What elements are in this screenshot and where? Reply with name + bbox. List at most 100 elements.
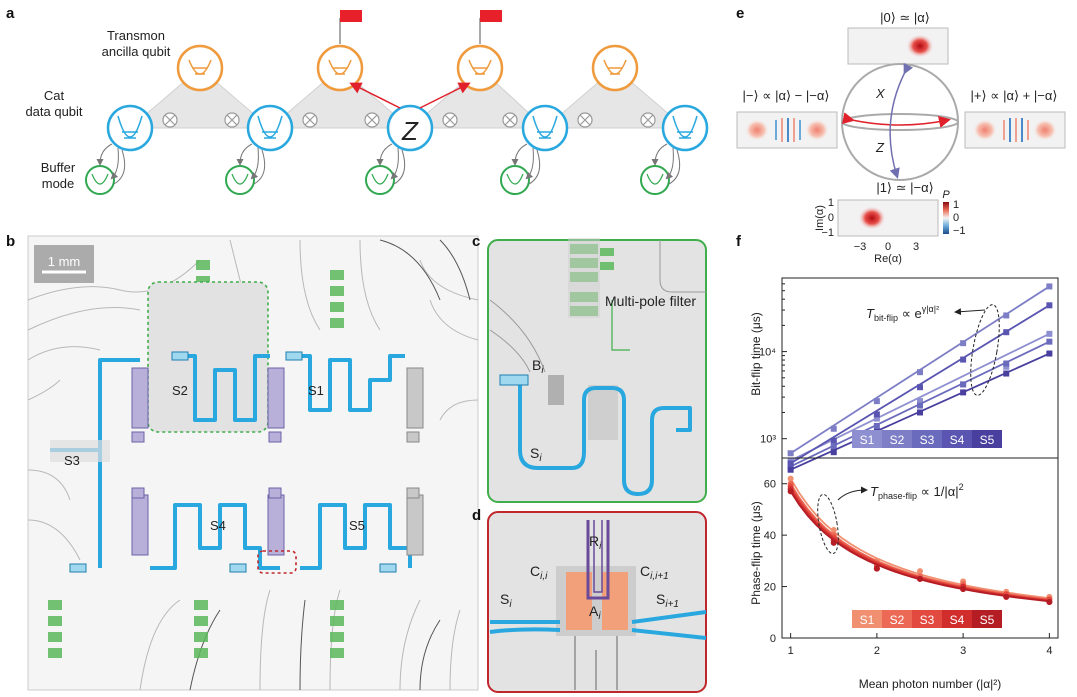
phaseflip-annotation-sup: 2 [959,482,964,492]
coupler-triangle [268,67,412,129]
scale-bar-box [34,245,94,283]
legend-label-s2: S2 [890,433,905,447]
data-point-s3 [960,381,967,388]
transmon-label: ancilla qubit [102,44,171,59]
y-tick-label: 10³ [760,434,776,446]
fit-curve-s4 [789,488,1050,602]
z-gate-label: Z [401,116,419,146]
data-point-s4 [1003,329,1010,336]
buffer-bi-sub: i [541,365,544,376]
data-point-s1 [787,475,794,482]
y-tick-label: 40 [764,530,776,542]
legend-swatch-s1 [852,610,882,628]
panel-label-d: d [472,507,481,524]
storage-label-s4: S4 [210,518,226,533]
r-label: R [589,533,599,549]
bitflip-annotation-sub: bit-flip [874,313,898,323]
data-point-s4 [917,384,923,391]
x-tick: 0 [885,241,891,253]
re-alpha-label: Re(α) [874,253,902,265]
s-left-label: S [500,591,509,607]
x-axis-label: X [875,86,886,101]
colorbar-tick: 1 [953,199,959,211]
svg-text:Si: Si [530,445,542,464]
cat-qubit-icon [106,104,154,152]
legend-swatch-s2 [882,430,912,448]
legend-swatch-s3 [912,610,942,628]
y-tick: 0 [828,212,834,224]
y-tick: 1 [828,197,834,209]
phaseflip-annotation-t: T [870,484,879,499]
buffer-mode-icon [85,165,115,195]
phaseflip-annotation-sub: phase-flip [878,491,917,501]
buffer-mode-icon [640,165,670,195]
buffer-mode-icon [225,165,255,195]
colorbar-label: P [942,189,950,201]
data-point-s4 [873,411,880,418]
z-axis-label: Z [875,140,885,155]
data-point-s2 [917,369,923,376]
data-point-s2 [873,398,880,405]
data-point-s3 [830,444,837,451]
panel-b: b [6,233,479,691]
data-point-s4 [787,460,794,467]
s-right-sub: i+1 [665,599,679,610]
storage-label-s2: S2 [172,383,188,398]
c-right-sub: i,i+1 [650,571,669,582]
inset-d-highlight [257,550,297,574]
bitflip-annotation-t: T [866,306,875,321]
state-0-label: |0⟩ ≃ |α⟩ [880,10,930,25]
phaseflip-annotation-rest: ∝ 1/|α| [917,484,959,499]
fit-curve-s2 [789,483,1050,601]
data-point-s2 [1046,283,1053,290]
data-point-s5 [830,449,837,456]
scale-bar-label: 1 mm [48,254,81,269]
x-tick-label: 4 [1046,645,1052,657]
wigner-bottom [837,199,939,237]
data-point-s5 [787,466,794,473]
y-axis-label-bitflip: Bit-flip time (μs) [749,312,763,396]
state-plus-label: |+⟩ ∝ |α⟩ + |−α⟩ [971,88,1058,103]
legend-label-s3: S3 [920,613,935,627]
x-tick-label: 1 [788,645,794,657]
data-point-s5 [787,488,794,495]
r-sub: i [599,541,602,552]
svg-text:Ci,i: Ci,i [530,563,548,582]
y-tick-label: 0 [770,633,776,645]
data-point-s3 [873,422,880,429]
x-tick: 3 [913,241,919,253]
state-minus-label: |−⟩ ∝ |α⟩ − |−α⟩ [743,88,830,103]
flag-icon [339,10,502,44]
transmon-qubits [176,44,639,92]
data-point-s5 [1003,370,1010,377]
storage-label-s3: S3 [64,453,80,468]
data-point-s5 [1046,599,1053,605]
svg-text:Si: Si [500,591,512,610]
buffer-bi-label: B [532,357,541,373]
bitflip-annotation: Tbit-flip ∝ eγ|α|² [866,304,939,323]
cat-qubit-icon [386,104,434,152]
inset-c-highlight [147,281,269,433]
buffer-label: mode [42,176,75,191]
colorbar [943,202,949,234]
fit-curve-s5 [789,490,1050,603]
data-point-s4 [1046,302,1053,309]
data-point-s4 [830,437,837,444]
x-axis-label: Mean photon number (|α|²) [859,677,1002,691]
legend-swatch-s3 [912,430,942,448]
data-point-s3 [917,402,923,409]
colorbar-tick: 0 [953,212,959,224]
data-point-s4 [960,356,967,363]
x-tick-label: 2 [874,645,880,657]
bitflip-annotation-sup: γ|α|² [922,304,939,314]
cat-qubit-icon [521,104,569,152]
c-left-label: C [530,563,540,579]
legend-swatch-s5 [972,430,1002,448]
data-point-s2 [787,450,794,457]
x-tick-label: 3 [960,645,966,657]
panel-a: a [6,5,709,195]
legend-swatch-s2 [882,610,912,628]
